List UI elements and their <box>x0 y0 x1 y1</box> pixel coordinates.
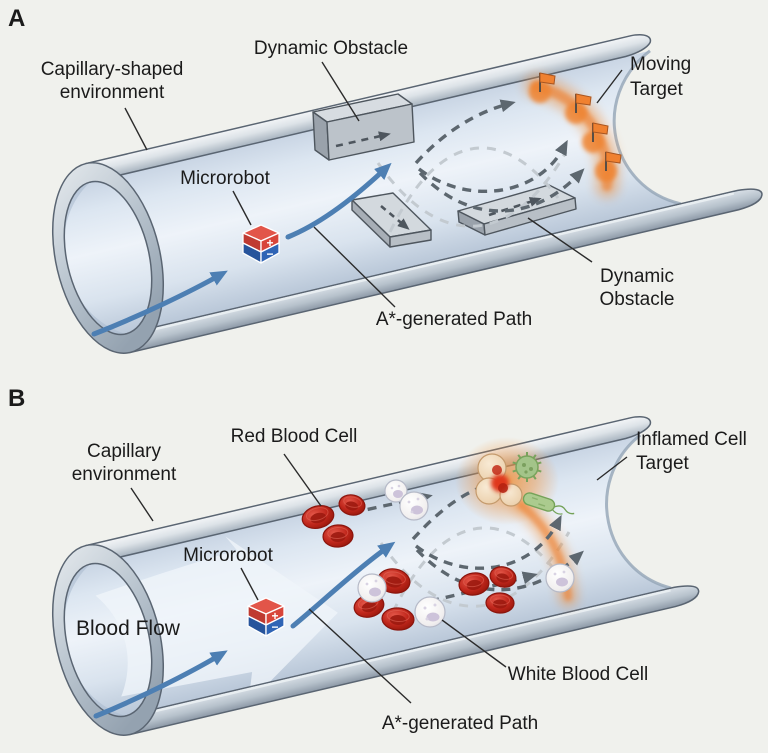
microrobot-right-blue <box>260 242 280 264</box>
label-capillary-shaped-environment: Capillary-shaped environment <box>40 59 184 103</box>
magnet-north-label: + <box>271 609 278 623</box>
leader-lines-b <box>130 453 628 704</box>
target-flags <box>539 72 622 171</box>
tube-bottom-wall-highlight <box>127 589 671 719</box>
flag-icon <box>592 122 609 142</box>
panel-a-letter: A <box>8 5 26 32</box>
label-moving-target: Moving Target <box>630 54 692 100</box>
leader-line <box>124 107 148 151</box>
tube-bottom-wall <box>124 188 763 354</box>
obstacle-motion-arrow <box>488 197 542 217</box>
obstacle-motion-arrow <box>380 205 410 230</box>
white-blood-cell <box>357 573 387 603</box>
label-inflamed-cell-target: Inflamed Cell Target <box>636 429 747 474</box>
label-astar-path-a: A*-generated Path <box>375 309 533 330</box>
leader-line <box>283 453 322 507</box>
leader-lines-a <box>124 61 623 308</box>
red-blood-cell <box>338 494 366 516</box>
red-blood-cell <box>301 504 335 530</box>
obstacle-front-face <box>326 103 415 161</box>
obstacle-front-face <box>389 229 432 248</box>
microrobot-icon: + − <box>242 224 280 264</box>
path-blue-segment <box>91 270 228 337</box>
leader-line <box>527 217 593 263</box>
label-astar-path-b: A*-generated Path <box>381 713 539 734</box>
tube-opening-ring <box>51 162 165 354</box>
leader-line <box>308 608 412 704</box>
tube-opening-ring <box>51 544 165 736</box>
tube-open-end-edge <box>605 433 672 590</box>
dashed-paths-a <box>414 99 585 213</box>
label-dynamic-obstacle-bottom: Dynamic Obstacle <box>599 266 675 310</box>
tube-bottom-wall <box>124 585 700 736</box>
white-blood-cell <box>384 479 408 503</box>
red-blood-cell <box>489 566 517 588</box>
alternative-path-dashed <box>379 531 571 608</box>
leader-line <box>596 69 623 104</box>
white-blood-cells <box>357 479 575 628</box>
microrobot-icon: + − <box>247 597 285 637</box>
red-blood-cell <box>485 592 515 614</box>
obstacle-motion-arrow <box>335 131 391 148</box>
leader-line <box>596 456 628 481</box>
alternative-paths-b <box>379 526 571 613</box>
inflamed-cell-target <box>475 452 575 515</box>
flag-icon <box>539 72 556 92</box>
white-blood-cell <box>545 563 575 593</box>
planned-path-dashed <box>411 478 502 541</box>
astar-path-b <box>93 541 396 719</box>
bacterium-icon <box>522 492 575 515</box>
inflammation-core <box>492 465 502 475</box>
alternative-path-dashed <box>376 151 568 228</box>
alternative-path-dashed <box>391 526 563 613</box>
inflammation-core <box>498 483 508 493</box>
white-blood-cell <box>399 491 429 521</box>
label-red-blood-cell: Red Blood Cell <box>230 426 358 447</box>
label-dynamic-obstacle-top: Dynamic Obstacle <box>253 38 409 59</box>
label-capillary-environment: Capillary environment <box>71 441 177 485</box>
virus-icon <box>512 452 542 482</box>
dynamic-obstacle-upper <box>312 93 415 161</box>
magnet-south-label: − <box>271 620 278 634</box>
alternative-paths-a <box>376 146 568 233</box>
leader-line <box>130 487 154 522</box>
path-blue-segment <box>93 650 228 719</box>
microrobot-right-blue <box>265 615 285 637</box>
magnet-north-label: + <box>266 236 273 250</box>
flag-icon <box>605 151 622 171</box>
leader-line <box>240 567 259 601</box>
red-blood-cell <box>381 607 415 631</box>
planned-path-dashed <box>417 139 568 194</box>
label-microrobot-b: Microrobot <box>183 545 273 566</box>
red-blood-cell <box>458 572 490 596</box>
leader-line <box>321 61 360 122</box>
alternative-path-dashed <box>388 146 560 233</box>
magnet-south-label: − <box>266 247 273 261</box>
path-blue-segment <box>290 541 396 629</box>
dynamic-obstacle-lower <box>457 184 577 236</box>
planned-path-dashed <box>414 514 562 570</box>
flag-icon <box>575 93 592 113</box>
label-microrobot-a: Microrobot <box>180 168 270 189</box>
dynamic-obstacle-middle <box>351 192 432 248</box>
leader-line <box>232 190 252 226</box>
astar-path-a <box>91 162 392 337</box>
moving-target-glow <box>524 74 620 198</box>
tube-interior <box>62 50 681 335</box>
tube-bottom-wall-highlight <box>127 192 735 337</box>
path-blue-segment <box>285 162 392 240</box>
label-blood-flow: Blood Flow <box>76 617 180 640</box>
panel-b-letter: B <box>8 385 26 412</box>
white-blood-cell <box>414 596 446 628</box>
tube-open-end-edge <box>612 49 682 206</box>
planned-path-dashed <box>414 99 516 165</box>
label-white-blood-cell: White Blood Cell <box>507 664 649 685</box>
obstacle-front-face <box>483 197 577 236</box>
red-blood-cell <box>322 524 354 548</box>
leader-line <box>313 226 396 308</box>
leader-line <box>441 619 507 668</box>
